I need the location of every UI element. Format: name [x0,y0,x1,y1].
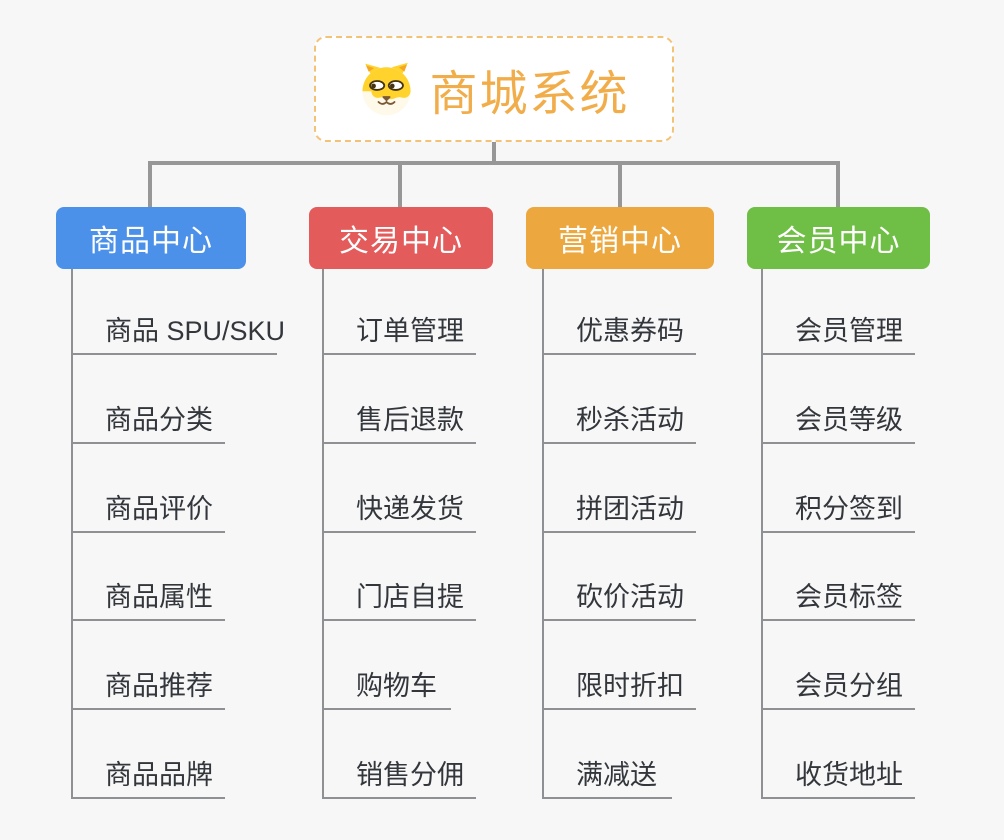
leaf-label: 门店自提 [356,582,464,612]
branch-node-marketing-center[interactable]: 营销中心 [526,207,714,269]
branch-label: 营销中心 [558,225,682,258]
leaf-label: 秒杀活动 [576,405,684,435]
leaf-label: 商品评价 [105,494,213,524]
leaf-node-product-spu-sku[interactable]: 商品 SPU/SKU [72,307,285,355]
leaf-node-member-management[interactable]: 会员管理 [762,307,915,355]
leaf-node-member-level[interactable]: 会员等级 [762,396,915,444]
leaf-label: 销售分佣 [356,760,464,790]
root-node-mall-system[interactable]: 商城系统 [314,36,674,142]
branch-node-trade-center[interactable]: 交易中心 [309,207,493,269]
branch-label: 商品中心 [89,225,213,258]
leaf-node-limited-time-discount[interactable]: 限时折扣 [543,662,696,710]
leaf-label: 商品 SPU/SKU [105,316,286,346]
leaf-label: 会员标签 [795,582,903,612]
leaf-node-product-review[interactable]: 商品评价 [72,485,225,533]
leaf-label: 会员等级 [795,405,903,435]
branch-label: 会员中心 [776,225,901,258]
leaf-node-points-checkin[interactable]: 积分签到 [762,485,915,533]
root-title: 商城系统 [429,68,630,121]
leaf-label: 会员分组 [795,671,903,701]
branch-label: 交易中心 [339,225,463,258]
leaf-label: 售后退款 [356,405,464,435]
leaf-node-coupon-code[interactable]: 优惠券码 [543,307,696,355]
leaf-node-product-brand[interactable]: 商品品牌 [72,751,225,799]
leaf-label: 砍价活动 [576,582,684,612]
leaf-node-member-group[interactable]: 会员分组 [762,662,915,710]
leaf-label: 积分签到 [795,494,903,524]
leaf-node-flash-sale[interactable]: 秒杀活动 [543,396,696,444]
leaf-label: 收货地址 [795,760,903,790]
leaf-label: 快递发货 [356,494,464,524]
leaf-node-sales-commission[interactable]: 销售分佣 [323,751,476,799]
leaf-node-product-category[interactable]: 商品分类 [72,396,225,444]
leaf-label: 商品分类 [105,405,213,435]
leaf-node-group-buy[interactable]: 拼团活动 [543,485,696,533]
leaf-label: 商品品牌 [105,760,213,790]
leaf-label: 限时折扣 [576,671,684,701]
leaf-node-bargain-activity[interactable]: 砍价活动 [543,573,696,621]
branch-node-member-center[interactable]: 会员中心 [747,207,930,269]
leaf-label: 订单管理 [356,316,464,346]
leaf-node-spend-and-save[interactable]: 满减送 [543,751,672,799]
leaf-label: 商品属性 [105,582,213,612]
leaf-node-shipping-address[interactable]: 收货地址 [762,751,915,799]
leaf-node-express-shipping[interactable]: 快递发货 [323,485,476,533]
leaf-label: 会员管理 [795,316,903,346]
leaf-node-store-pickup[interactable]: 门店自提 [323,573,476,621]
leaf-label: 拼团活动 [576,494,684,524]
leaf-label: 商品推荐 [105,671,213,701]
leaf-label: 购物车 [356,671,437,701]
leaf-node-product-attribute[interactable]: 商品属性 [72,573,225,621]
shiba-dog-icon [362,62,412,115]
leaf-label: 满减送 [576,760,657,790]
leaf-node-aftersale-refund[interactable]: 售后退款 [323,396,476,444]
leaf-node-shopping-cart[interactable]: 购物车 [323,662,451,710]
leaf-node-product-recommend[interactable]: 商品推荐 [72,662,225,710]
leaf-label: 优惠券码 [576,316,684,346]
branch-node-product-center[interactable]: 商品中心 [56,207,246,269]
leaf-node-order-management[interactable]: 订单管理 [323,307,476,355]
leaf-node-member-tag[interactable]: 会员标签 [762,573,915,621]
